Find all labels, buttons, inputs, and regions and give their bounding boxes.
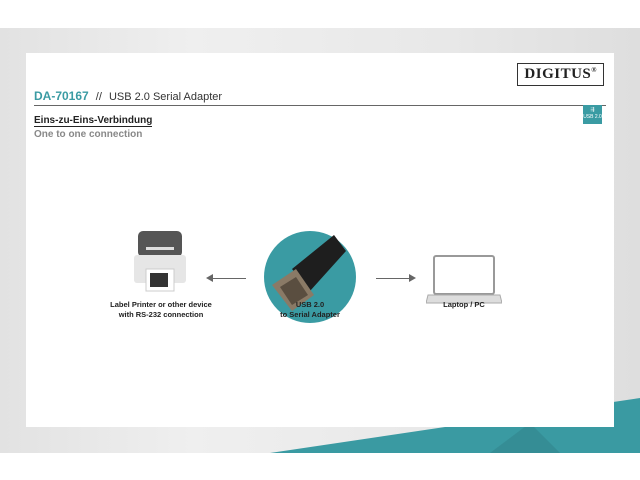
product-code: DA-70167: [34, 89, 89, 103]
caption-right: Laptop / PC: [443, 300, 485, 309]
page-title: USB 2.0 Serial Adapter: [108, 91, 223, 103]
slide: DIGITUS® DA-70167 // USB 2.0 Serial Adap…: [0, 28, 640, 453]
arrow-right: [376, 278, 412, 279]
section-title-de: Eins-zu-Eins-Verbindung: [34, 115, 153, 127]
content-panel: DIGITUS® DA-70167 // USB 2.0 Serial Adap…: [26, 53, 614, 427]
label-printer-icon: [134, 231, 186, 292]
digitus-logo: DIGITUS®: [517, 63, 604, 86]
arrow-right-head: [409, 274, 416, 282]
usb-serial-adapter-icon: [264, 231, 356, 323]
arrow-left: [210, 278, 246, 279]
laptop-icon: [426, 255, 502, 304]
separator: //: [95, 91, 102, 103]
page-header: DA-70167 // USB 2.0 Serial Adapter: [34, 89, 606, 106]
usb-icon: ⇶USB 2.0: [583, 105, 602, 124]
arrow-left-head: [206, 274, 213, 282]
section-title-en: One to one connection: [34, 129, 143, 140]
